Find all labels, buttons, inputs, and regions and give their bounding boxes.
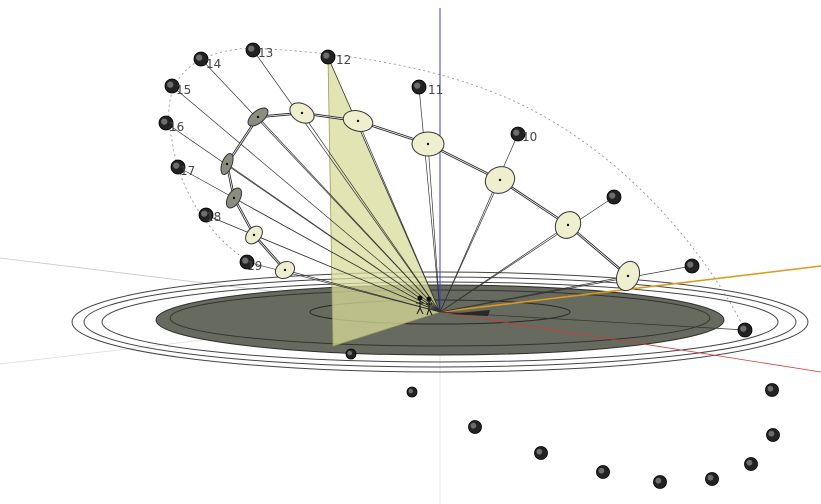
sun-marker-highlight xyxy=(173,162,180,169)
sun-disc-center xyxy=(426,142,430,146)
sun-rays xyxy=(165,49,746,331)
sun-marker-highlight xyxy=(609,192,616,199)
sun-disc-center xyxy=(356,119,360,123)
sun-ray xyxy=(171,85,441,313)
hour-label-11: 11 xyxy=(428,83,443,97)
sun-marker-highlight xyxy=(414,82,421,89)
sun-disc-center xyxy=(283,268,287,272)
sun-ray xyxy=(226,163,441,313)
sun-disc-center xyxy=(300,111,304,115)
sun-ray xyxy=(427,143,441,313)
sun-marker-highlight xyxy=(201,210,208,217)
hour-label-17: 17 xyxy=(180,164,195,178)
sun-ray xyxy=(439,196,615,313)
sun-disc-center xyxy=(252,233,256,237)
sun-ray xyxy=(439,311,746,331)
sun-ray xyxy=(327,56,441,313)
sun-disc-center xyxy=(566,223,570,227)
sun-discs xyxy=(220,102,641,292)
sun-marker-highlight xyxy=(767,385,774,392)
below-horizon-markers xyxy=(345,348,780,489)
sun-ray xyxy=(253,234,441,313)
hour-labels: 12 11 13 14 15 16 17 18 19 10 xyxy=(169,46,537,273)
sun-ray xyxy=(357,120,441,313)
sun-ray xyxy=(439,275,629,313)
sun-ray xyxy=(233,197,441,313)
sun-marker-highlight xyxy=(768,430,775,437)
sun-marker-highlight xyxy=(655,477,662,484)
sun-marker-highlight xyxy=(167,81,174,88)
sun-disc-center xyxy=(232,196,236,200)
hour-label-14: 14 xyxy=(206,57,221,71)
sun-marker-highlight xyxy=(470,422,477,429)
sun-ray xyxy=(252,49,441,313)
hour-label-16: 16 xyxy=(169,120,184,134)
hour-label-12: 12 xyxy=(336,53,351,67)
sun-disc-center xyxy=(256,115,260,119)
sun-marker-highlight xyxy=(687,261,694,268)
sun-ray xyxy=(439,224,569,313)
sun-marker-highlight xyxy=(740,325,747,332)
sun-marker-highlight xyxy=(536,448,543,455)
sun-ray xyxy=(257,116,441,313)
sun-marker-highlight xyxy=(408,388,413,394)
sun-disc-center xyxy=(626,274,630,278)
figure-icon xyxy=(416,295,490,316)
sun-ray xyxy=(418,86,441,313)
hour-label-13: 13 xyxy=(258,46,273,60)
sun-marker-highlight xyxy=(598,467,605,474)
sun-ray xyxy=(439,265,693,313)
sun-marker-highlight xyxy=(248,45,255,52)
sun-ray xyxy=(439,179,501,313)
hour-label-10: 10 xyxy=(522,130,537,144)
sun-marker-highlight xyxy=(161,118,168,125)
hour-label-19: 19 xyxy=(247,259,262,273)
red-axis xyxy=(439,311,821,373)
sun-ray xyxy=(439,133,519,313)
hour-label-18: 18 xyxy=(206,210,221,224)
sun-ray xyxy=(284,269,441,313)
sun-marker-highlight xyxy=(746,459,753,466)
sun-marker-highlight xyxy=(347,350,352,356)
sun-disc-center xyxy=(225,162,229,166)
sun-marker-highlight xyxy=(323,52,330,59)
sun-marker-highlight xyxy=(707,474,714,481)
sun-disc-center xyxy=(498,178,502,182)
hour-label-15: 15 xyxy=(176,83,191,97)
sun-marker-highlight xyxy=(513,129,520,136)
hour-markers xyxy=(158,42,753,338)
sun-marker-highlight xyxy=(242,257,249,264)
sun-marker-highlight xyxy=(196,54,203,61)
sun-ray xyxy=(301,112,441,313)
